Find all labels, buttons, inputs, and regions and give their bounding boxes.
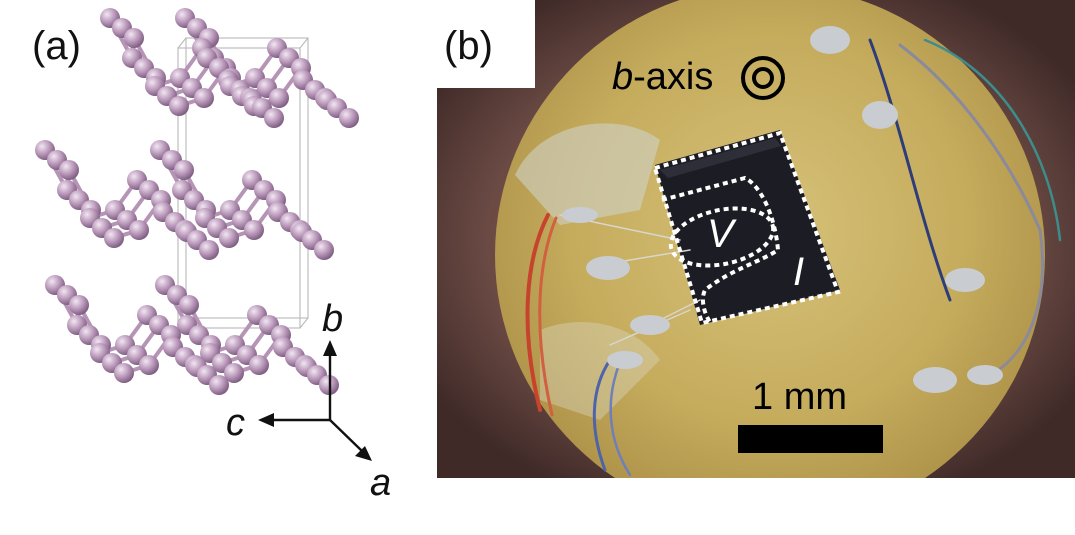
axis-label-b: b: [322, 298, 344, 340]
atom: [104, 228, 124, 248]
axis-label-c: c: [226, 402, 245, 444]
atom: [179, 295, 199, 315]
atom-spheres: [35, 8, 359, 395]
atom: [139, 355, 159, 375]
atom: [59, 160, 79, 180]
atom: [249, 355, 269, 375]
current-label: I: [793, 250, 805, 294]
panel-label-a: (a): [32, 24, 81, 68]
crystal-structure-panel: b c a: [0, 0, 430, 535]
atom: [124, 28, 144, 48]
atom: [314, 240, 334, 260]
current-contact-outline: [661, 175, 781, 324]
voltage-contact-outline: [668, 206, 776, 268]
voltage-label: V: [707, 212, 734, 256]
atom: [269, 88, 289, 108]
b-axis-label-italic: b: [612, 56, 634, 98]
atom: [244, 220, 264, 240]
scale-bar-label: 1 mm: [752, 376, 847, 418]
atom: [129, 220, 149, 240]
scale-bar: [738, 425, 883, 453]
electrode-outlines: [652, 130, 841, 326]
b-axis-label-suffix: -axis: [633, 56, 714, 98]
atom: [174, 160, 194, 180]
atom: [264, 108, 284, 128]
atom: [209, 375, 229, 395]
contact-wires: [525, 38, 1062, 477]
atom: [219, 228, 239, 248]
atom: [339, 108, 359, 128]
atom: [224, 363, 244, 383]
b-axis-label: b-axis: [612, 56, 713, 99]
panel-label-b: (b): [444, 24, 493, 68]
atom: [169, 96, 189, 116]
atom: [69, 295, 89, 315]
axis-label-a: a: [370, 462, 392, 504]
sample-outline: [652, 130, 841, 326]
crystal-structure-diagram: [35, 8, 372, 461]
sample-crystal: [655, 130, 840, 325]
atom: [199, 240, 219, 260]
atom: [194, 88, 214, 108]
b-axis-out-of-plane-icon: [741, 56, 785, 100]
crystal-axes: [258, 340, 372, 461]
atom: [114, 363, 134, 383]
silver-paste-dots: [562, 26, 1003, 393]
